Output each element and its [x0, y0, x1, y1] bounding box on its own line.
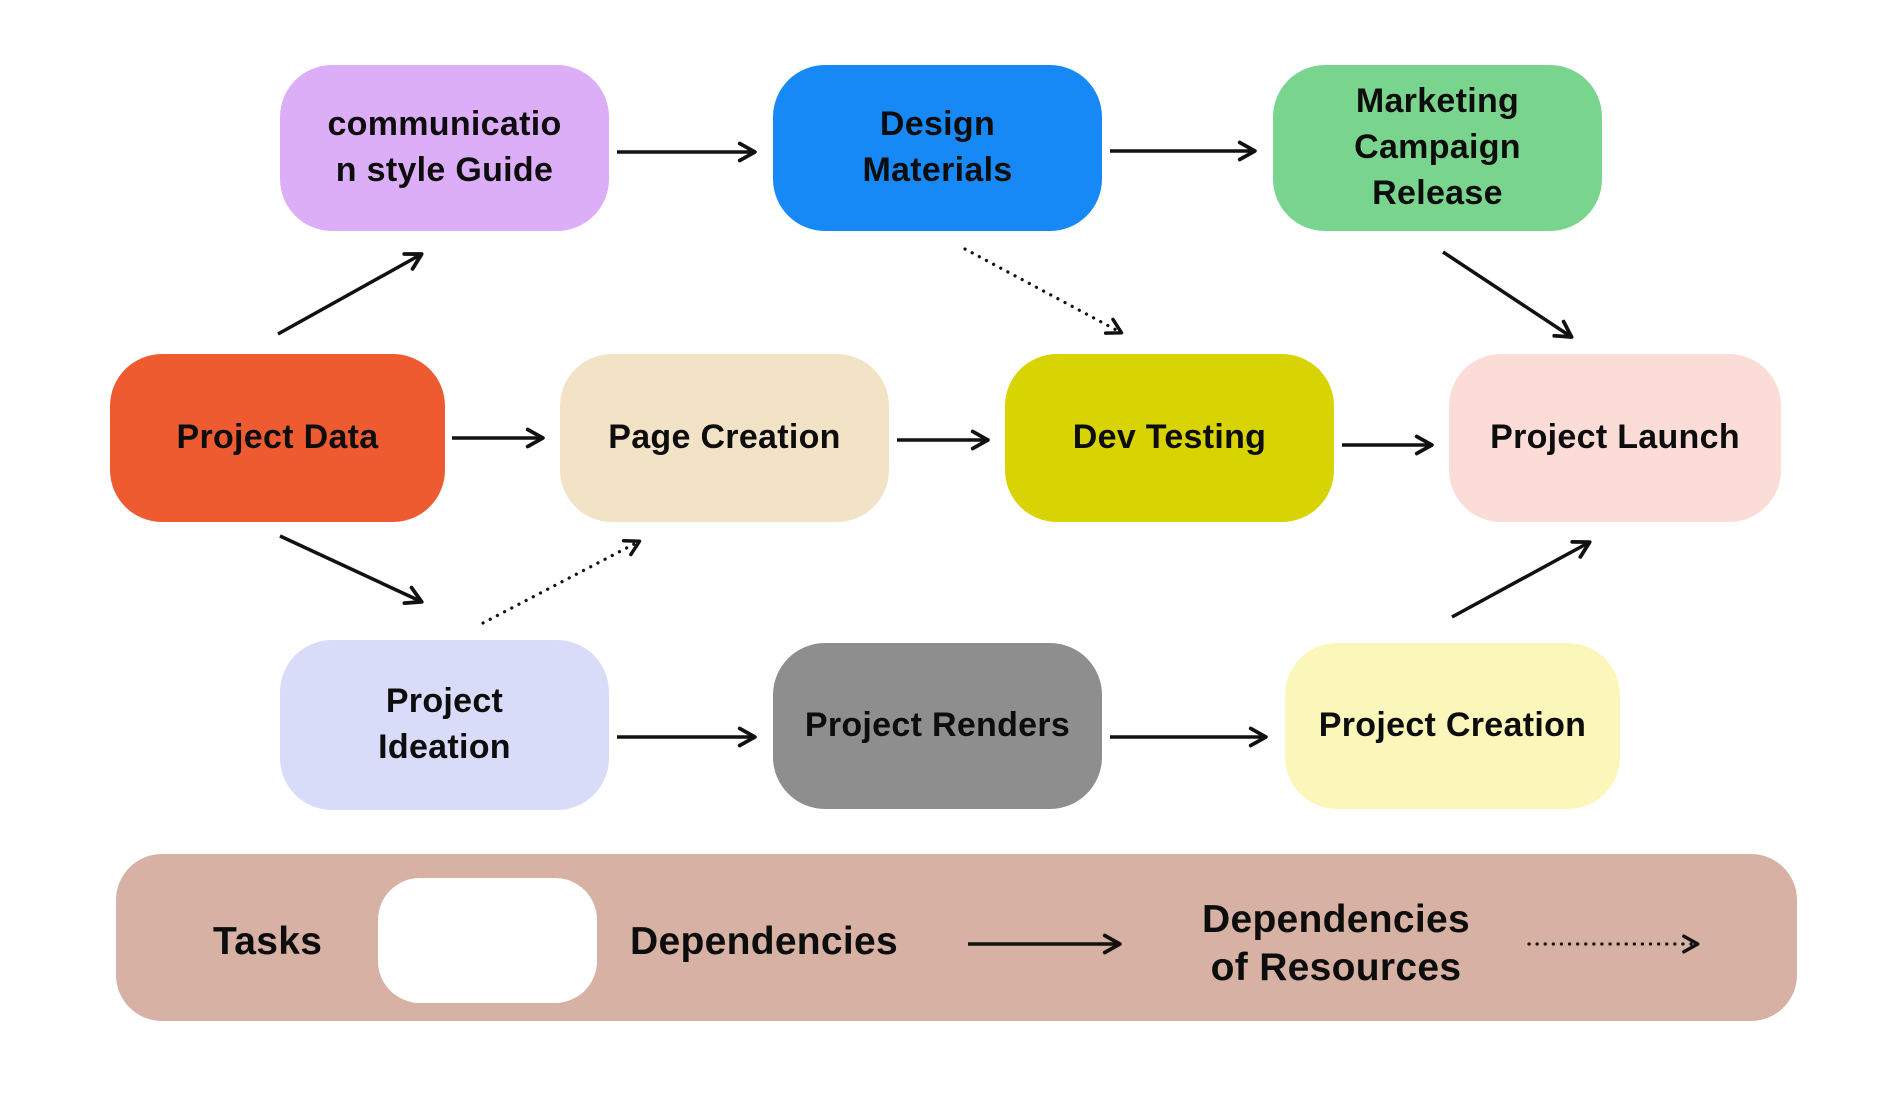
node-project-data: Project Data: [110, 354, 445, 522]
legend-bar: [116, 854, 1797, 1021]
node-label: Project Data: [176, 418, 379, 457]
node-communication-style-guide: communicatio n style Guide: [280, 65, 609, 231]
node-label: Dev Testing: [1072, 418, 1267, 457]
node-dev-testing: Dev Testing: [1005, 354, 1334, 522]
legend-task-swatch: [378, 878, 597, 1003]
node-page-creation: Page Creation: [560, 354, 889, 522]
node-label: Project Ideation: [378, 682, 511, 766]
node-label: Marketing Campaign Release: [1354, 82, 1521, 212]
node-project-renders: Project Renders: [773, 643, 1102, 809]
node-label: Design Materials: [862, 105, 1013, 189]
node-label: Project Renders: [804, 706, 1071, 745]
node-label: Project Creation: [1318, 706, 1587, 745]
edge-design-materials-to-dev-testing-resource: [963, 247, 1124, 335]
node-label: Page Creation: [608, 418, 841, 457]
legend-dependencies-label: Dependencies: [630, 920, 899, 963]
legend-resources-label: Dependencies of Resources: [1201, 898, 1471, 989]
legend-tasks-label: Tasks: [213, 920, 323, 963]
edge-project-ideation-to-page-creation-resource: [481, 538, 642, 625]
node-project-launch: Project Launch: [1449, 354, 1781, 522]
node-design-materials: Design Materials: [773, 65, 1102, 231]
edge-project-data-to-style-guide: [277, 252, 424, 336]
node-label: communicatio n style Guide: [327, 105, 562, 189]
node-label: Project Launch: [1490, 418, 1740, 457]
edge-project-creation-to-project-launch: [1451, 539, 1592, 619]
edge-marketing-to-project-launch: [1442, 250, 1574, 339]
node-project-ideation: Project Ideation: [280, 640, 609, 810]
node-marketing-campaign-release: Marketing Campaign Release: [1273, 65, 1602, 231]
edge-project-data-to-project-ideation: [279, 534, 424, 606]
node-project-creation: Project Creation: [1285, 643, 1620, 809]
